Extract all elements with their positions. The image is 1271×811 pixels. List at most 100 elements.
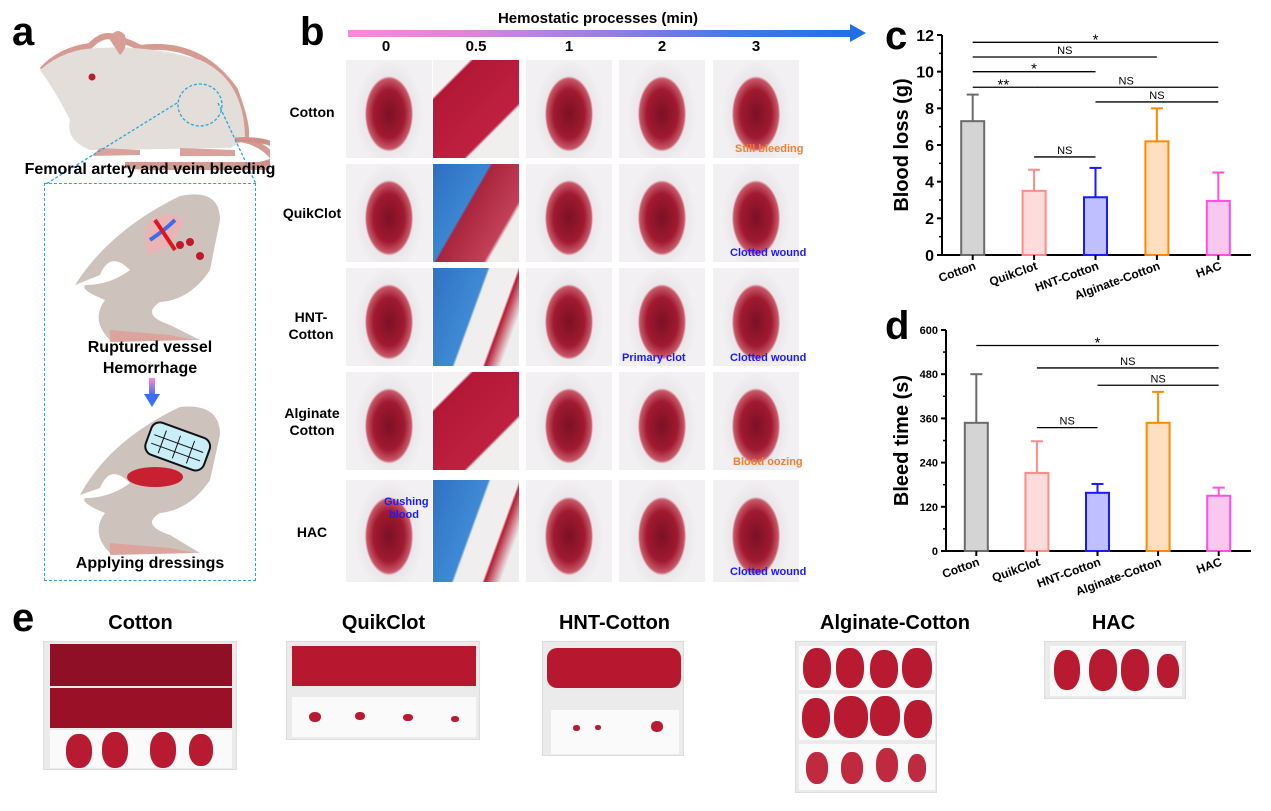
arrow-head-icon (850, 24, 866, 42)
note-clotted-wound: Clotted wound (730, 566, 807, 578)
wound-photo-alginate-cotton-t2 (619, 372, 705, 470)
x-tick-label: Cotton (937, 259, 978, 285)
row-label-cotton: Cotton (282, 104, 342, 121)
wound-photo-hnt-cotton-t1 (526, 268, 612, 366)
wound-photo-alginate-cotton-t3 (713, 372, 799, 470)
note-gushing-line2: blood (389, 509, 419, 521)
significance-label: * (1093, 31, 1099, 48)
blood-blot (1089, 649, 1117, 691)
e-title-hac: HAC (1091, 612, 1136, 634)
significance-label: NS (1120, 356, 1135, 368)
soaked-strip (50, 688, 232, 728)
blood-blot (806, 752, 828, 784)
time-arrow (348, 30, 852, 37)
blood-blot (841, 752, 863, 784)
bar-hac (1205, 199, 1231, 257)
rat-icon (39, 31, 270, 170)
blood-blot (908, 754, 926, 782)
y-tick-label: 240 (920, 458, 938, 470)
panel-e-letter: e (12, 596, 35, 640)
y-tick-label: 6 (925, 138, 934, 155)
y-tick-label: 0 (925, 248, 934, 265)
y-tick-label: 480 (920, 369, 938, 381)
blood-blot (66, 734, 92, 768)
leg-wound-illustration (75, 194, 220, 342)
panel-a-letter: a (12, 10, 35, 54)
y-tick-label: 12 (916, 28, 934, 45)
bar-hnt-cotton (1083, 196, 1108, 256)
blood-blot (836, 648, 864, 688)
gauze-strip (292, 697, 476, 737)
y-tick-label: 10 (916, 64, 934, 81)
significance-label: NS (1150, 373, 1165, 385)
wound-photo-quikclot-t2 (619, 164, 705, 262)
e-title-hnt-cotton: HNT-Cotton (558, 612, 671, 634)
zoom-box (44, 183, 256, 581)
significance-label: NS (1057, 145, 1072, 157)
wound-photo-hnt-cotton-t0 (346, 268, 432, 366)
significance-label: * (1031, 61, 1037, 78)
rat-illustration (39, 31, 270, 170)
row-label-alginate-cotton: Alginate Cotton (282, 405, 342, 439)
significance-label: NS (1149, 90, 1164, 102)
wound-photo-alginate-cotton-t0-5 (433, 372, 519, 470)
time-col-2: 2 (657, 38, 667, 55)
row-label-hac: HAC (282, 524, 342, 541)
zoom-circle (177, 83, 223, 127)
wound-photo-quikclot-t0 (346, 164, 432, 262)
wound-photo-hac-t1 (526, 480, 612, 582)
wound-photo-cotton-t0-5 (433, 60, 519, 158)
wound-photo-quikclot-t3 (713, 164, 799, 262)
blood-blot (1054, 650, 1080, 690)
gauze-photo-hac (1044, 641, 1186, 699)
dressing-illustration (80, 406, 220, 555)
y-axis-label: Blood loss (g) (891, 78, 913, 211)
row-label-hnt-cotton: HNT-Cotton (276, 309, 346, 343)
blood-blot (102, 732, 128, 768)
panel-c-letter: c (885, 14, 908, 58)
blood-blot (870, 696, 900, 736)
y-tick-label: 360 (920, 413, 938, 425)
soaked-strip (50, 644, 232, 686)
wound-photo-hnt-cotton-t2 (619, 268, 705, 366)
wound-photo-cotton-t3 (713, 60, 799, 158)
caption-hemorrhage-line2: Hemorrhage (102, 360, 198, 377)
caption-femoral-bleeding: Femoral artery and vein bleeding (24, 161, 276, 178)
blood-blot (802, 698, 830, 738)
wound-photo-alginate-cotton-t0 (346, 372, 432, 470)
blood-spot (451, 716, 459, 722)
wound-photo-alginate-cotton-t1 (526, 372, 612, 470)
down-arrow-icon (144, 378, 160, 407)
bar-quikclot (1024, 471, 1050, 552)
wound-photo-hac-t0-5 (433, 480, 519, 582)
bar-hac (1206, 494, 1232, 552)
soaked-strip (292, 646, 476, 686)
e-title-quikclot: QuikClot (341, 612, 426, 634)
note-still-bleeding: Still bleeding (735, 143, 804, 155)
caption-applying-dressings: Applying dressings (75, 555, 225, 572)
y-tick-label: 120 (920, 502, 938, 514)
bar-quikclot (1021, 189, 1047, 256)
row-label-text: QuikClot (282, 205, 342, 221)
hemostatic-process-title: Hemostatic processes (min) (497, 10, 699, 27)
significance-label: ** (998, 76, 1010, 93)
x-tick-label: QuikClot (987, 259, 1039, 289)
blood-blot (189, 734, 213, 766)
x-tick-label: QuikClot (990, 555, 1042, 585)
y-tick-label: 8 (925, 101, 934, 118)
blood-spot (309, 712, 321, 722)
blood-blot (834, 696, 868, 738)
y-tick-label: 600 (920, 325, 938, 337)
significance-label: * (1095, 334, 1101, 351)
gauze-photo-quikclot (286, 641, 480, 740)
x-tick-label: Cotton (940, 555, 981, 581)
row-label-text: Alginate (284, 405, 340, 421)
note-gushing-blood: Gushing blood (384, 496, 429, 522)
wound-photo-hac-t3 (713, 480, 799, 582)
gauze-photo-alginate-cotton (795, 641, 937, 793)
e-title-alginate-cotton: Alginate-Cotton (820, 612, 970, 634)
e-title-cotton: Cotton (108, 612, 173, 634)
note-primary-clot: Primary clot (622, 352, 686, 364)
blood-spot (403, 714, 413, 721)
